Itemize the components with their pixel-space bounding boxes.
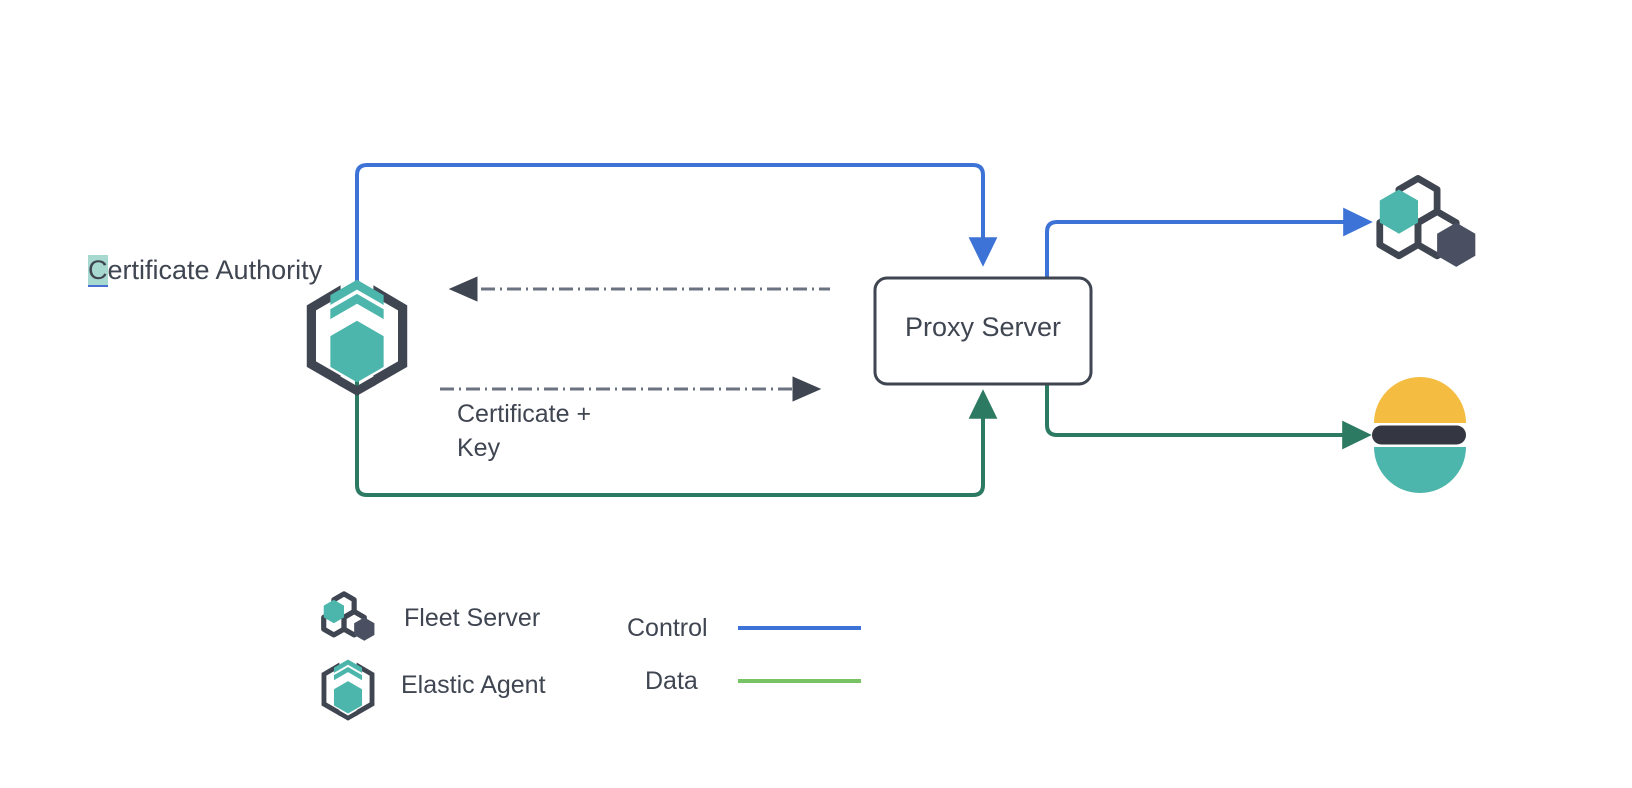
certificate-authority-highlight-char: C: [88, 255, 108, 287]
legend-item-elastic-agent-label: Elastic Agent: [401, 671, 546, 699]
certificate-key-label: Certificate + Key: [457, 397, 591, 465]
edge-control-agent-to-proxy: [355, 163, 998, 285]
elastic-agent-icon: [306, 279, 408, 396]
legend-line-control-label: Control: [627, 614, 708, 642]
edge-data-proxy-to-elasticsearch: [1045, 383, 1372, 450]
fleet-server-icon: [1376, 175, 1476, 267]
certificate-key-line-2: Key: [457, 434, 501, 462]
certificate-authority-icon: [306, 279, 408, 396]
node-proxy-server[interactable]: [873, 276, 1093, 386]
certificate-key-line-1: Certificate +: [457, 400, 592, 428]
elasticsearch-icon: [1372, 377, 1466, 493]
legend-elastic-agent-icon: [321, 659, 375, 721]
certificate-authority-label: Certificate Authority: [88, 253, 322, 287]
legend-line-data-label: Data: [645, 667, 698, 695]
legend-item-fleet-server-label: Fleet Server: [404, 604, 541, 632]
legend-fleet-server-icon: [321, 591, 375, 641]
edge-control-proxy-to-fleet: [1045, 207, 1373, 278]
certificate-authority-label-rest: ertificate Authority: [107, 255, 323, 285]
edge-data-agent-to-proxy: [355, 378, 998, 497]
proxy-server-label: Proxy Server: [904, 312, 1062, 342]
